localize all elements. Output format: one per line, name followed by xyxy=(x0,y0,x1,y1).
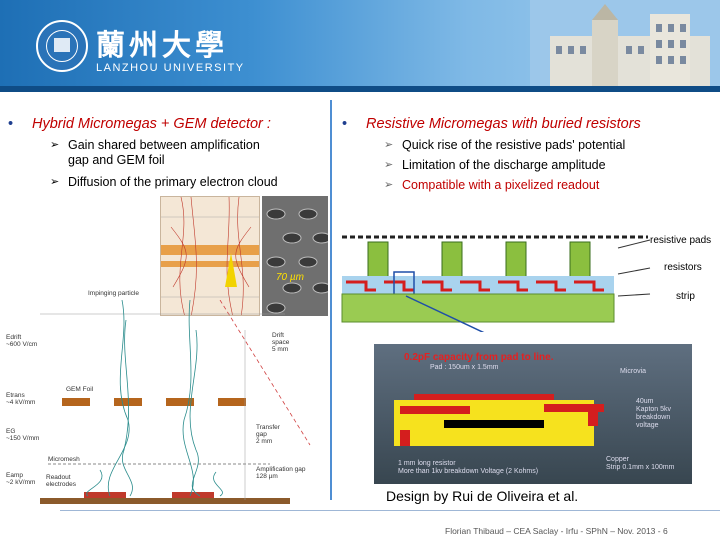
gem-field-lines-image xyxy=(160,196,260,316)
microvia-label: Microvia xyxy=(620,368,647,375)
e-amp-label: Eamp~2 kV/mm xyxy=(6,472,36,486)
resistors-label: resistors xyxy=(664,262,702,273)
header-banner: 蘭州大學 LANZHOU UNIVERSITY xyxy=(0,0,720,92)
left-bullet-1-cont: gap and GEM foil xyxy=(68,153,165,167)
right-bullet-1: ➢Quick rise of the resistive pads' poten… xyxy=(384,138,626,152)
zoomed-cross-section: 0.2pF capacity from pad to line. Pad : 1… xyxy=(374,344,692,484)
pad-size-label: Pad : 150um x 1.5mm xyxy=(430,364,499,371)
impinging-particle-label: Impinging particle xyxy=(88,290,139,297)
cross-section-layers xyxy=(394,394,604,446)
zoom-title: 0.2pF capacity from pad to line. xyxy=(404,352,554,363)
sem-scale-label: 70 µm xyxy=(276,272,304,283)
left-heading: •Hybrid Micromegas + GEM detector : xyxy=(8,116,271,132)
e-trans-label: Etrans~4 kV/mm xyxy=(6,392,36,406)
e-g-label: EG~150 V/mm xyxy=(6,428,40,442)
strip-label: strip xyxy=(676,291,695,302)
footer-line xyxy=(60,510,720,511)
e-drift-label: Edrift~600 V/cm xyxy=(6,334,38,348)
right-bullet-3: ➢Compatible with a pixelized readout xyxy=(384,178,600,192)
micromesh-label: Micromesh xyxy=(48,456,80,463)
column-divider xyxy=(330,100,332,500)
university-name-cn: 蘭州大學 xyxy=(96,28,229,62)
left-bullet-1: ➢Gain shared between amplification xyxy=(50,138,260,152)
hybrid-detector-diagram xyxy=(40,300,311,504)
design-credit: Design by Rui de Oliveira et al. xyxy=(386,488,579,504)
buried-resistors-diagram xyxy=(341,235,651,332)
footer-text: Florian Thibaud – CEA Saclay - Irfu - SP… xyxy=(445,526,668,536)
university-name-en: LANZHOU UNIVERSITY xyxy=(96,62,245,74)
right-heading: •Resistive Micromegas with buried resist… xyxy=(342,116,641,132)
left-bullet-2: ➢Diffusion of the primary electron cloud xyxy=(50,175,278,189)
campus-building-photo xyxy=(530,0,720,86)
university-seal-icon xyxy=(36,20,88,72)
gem-foil-label: GEM Foil xyxy=(66,386,94,393)
gem-sem-micrograph: 70 µm xyxy=(262,196,328,316)
right-bullet-2: ➢Limitation of the discharge amplitude xyxy=(384,158,606,172)
resistive-pads-label: resistive pads xyxy=(650,235,712,246)
